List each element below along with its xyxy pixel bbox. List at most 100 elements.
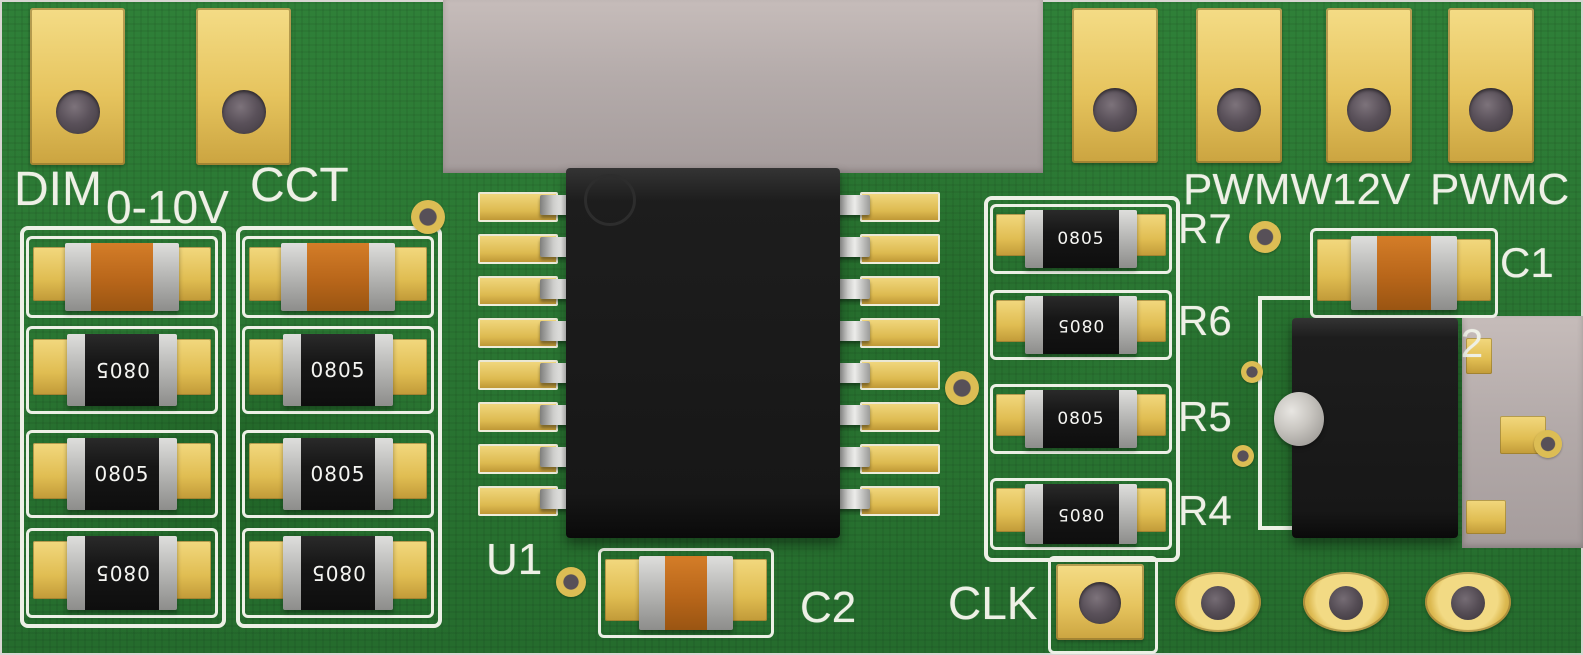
resistor-marking: 0805 bbox=[310, 358, 366, 382]
pad-hole bbox=[56, 90, 100, 134]
silk-label-pwmw: PWMW bbox=[1183, 165, 1333, 214]
silk-label-r4: R4 bbox=[1178, 487, 1232, 534]
pad-hole bbox=[1329, 586, 1363, 620]
silk-label-u1: U1 bbox=[486, 535, 543, 584]
via bbox=[945, 371, 979, 405]
ic-pad bbox=[860, 444, 940, 474]
pad-hole bbox=[1469, 88, 1513, 132]
capacitor-footprint-dim bbox=[26, 236, 218, 318]
pad-hole bbox=[1079, 582, 1121, 624]
resistor-marking: 0805 bbox=[1057, 229, 1105, 249]
connector-pad-12v bbox=[1326, 8, 1412, 163]
ic-lead bbox=[834, 237, 870, 257]
resistor-footprint-r6: 0805 bbox=[990, 290, 1172, 360]
connector-pad-dim bbox=[30, 8, 125, 165]
silk-label-clk: CLK bbox=[948, 577, 1038, 629]
ic-lead bbox=[834, 447, 870, 467]
via bbox=[1241, 361, 1263, 383]
pad-hole bbox=[1093, 88, 1137, 132]
capacitor-terminal bbox=[639, 556, 665, 630]
connector-pad-cct bbox=[196, 8, 291, 165]
resistor-marking: 0805 bbox=[310, 561, 366, 585]
via bbox=[556, 567, 586, 597]
ic-pad bbox=[860, 318, 940, 348]
resistor-footprint: 0805 bbox=[242, 326, 434, 414]
ic-pad bbox=[860, 192, 940, 222]
resistor-footprint: 0805 bbox=[242, 430, 434, 518]
ic-lead bbox=[834, 405, 870, 425]
resistor-0805: 0805 bbox=[283, 536, 393, 610]
connector-pad-pwmw bbox=[1196, 8, 1282, 163]
resistor-0805: 0805 bbox=[283, 334, 393, 406]
resistor-terminal bbox=[1119, 210, 1137, 268]
clk-pad bbox=[1056, 564, 1144, 640]
capacitor-terminal bbox=[65, 243, 91, 311]
silk-label-r5: R5 bbox=[1178, 393, 1232, 440]
connector-pad-pwmc bbox=[1448, 8, 1534, 163]
silk-label-cct: CCT bbox=[250, 159, 349, 212]
ic-pad bbox=[860, 402, 940, 432]
resistor-0805: 0805 bbox=[1025, 296, 1137, 354]
capacitor-terminal bbox=[1351, 236, 1377, 310]
cct-connector-silk-outline bbox=[236, 226, 442, 628]
ic-pad bbox=[478, 276, 558, 306]
capacitor-body bbox=[1351, 236, 1457, 310]
via bbox=[1232, 445, 1254, 467]
ic-lead bbox=[834, 321, 870, 341]
connector-pad-1 bbox=[1072, 8, 1158, 163]
via bbox=[1249, 221, 1281, 253]
resistor-terminal bbox=[67, 438, 85, 510]
pad-hole bbox=[1347, 88, 1391, 132]
resistor-0805: 0805 bbox=[67, 334, 177, 406]
silk-label-c2: C2 bbox=[800, 583, 857, 632]
capacitor-footprint-c2 bbox=[598, 548, 774, 638]
pad-hole bbox=[1451, 586, 1485, 620]
resistor-footprint-r5: 0805 bbox=[990, 384, 1172, 454]
pad-hole bbox=[222, 90, 266, 134]
silk-label-dim: DIM bbox=[14, 163, 102, 216]
resistor-0805: 0805 bbox=[67, 438, 177, 510]
resistor-footprint: 0805 bbox=[242, 528, 434, 618]
silk-label-c1: C1 bbox=[1500, 239, 1554, 286]
resistor-terminal bbox=[375, 438, 393, 510]
resistor-0805: 0805 bbox=[67, 536, 177, 610]
resistor-terminal bbox=[1119, 296, 1137, 354]
resistor-terminal bbox=[159, 536, 177, 610]
resistor-marking: 0805 bbox=[1057, 315, 1105, 335]
ic-lead bbox=[834, 489, 870, 509]
silk-label-r6: R6 bbox=[1178, 297, 1232, 344]
resistor-footprint-r7: 0805 bbox=[990, 204, 1172, 274]
u2-silk-outline bbox=[1258, 296, 1312, 530]
ic-lead bbox=[834, 363, 870, 383]
resistor-column-silk-outline bbox=[984, 196, 1180, 562]
resistor-0805: 0805 bbox=[1025, 390, 1137, 448]
capacitor-dielectric bbox=[91, 243, 153, 311]
capacitor-body bbox=[639, 556, 733, 630]
capacitor-dielectric bbox=[307, 243, 369, 311]
resistor-marking: 0805 bbox=[94, 462, 150, 486]
ic-pad bbox=[860, 276, 940, 306]
pad-hole bbox=[1217, 88, 1261, 132]
ic-lead bbox=[834, 279, 870, 299]
resistor-terminal bbox=[283, 536, 301, 610]
capacitor-footprint-c1 bbox=[1310, 228, 1498, 318]
resistor-marking: 0805 bbox=[1057, 409, 1105, 429]
resistor-terminal bbox=[67, 536, 85, 610]
oval-pad bbox=[1175, 572, 1261, 632]
capacitor-body bbox=[65, 243, 179, 311]
ic-pad bbox=[860, 486, 940, 516]
board-top-cutout bbox=[443, 0, 1043, 173]
resistor-terminal bbox=[1119, 484, 1137, 544]
resistor-terminal bbox=[159, 438, 177, 510]
silk-label-pwmc: PWMC bbox=[1430, 165, 1570, 214]
resistor-0805: 0805 bbox=[283, 438, 393, 510]
pin1-marker bbox=[584, 174, 636, 226]
pad-hole bbox=[1201, 586, 1235, 620]
silk-label-12v: 12V bbox=[1332, 165, 1411, 214]
ic-lead bbox=[834, 195, 870, 215]
clk-pad-silk-outline bbox=[1048, 556, 1158, 654]
oval-pad bbox=[1425, 572, 1511, 632]
resistor-terminal bbox=[1025, 390, 1043, 448]
silk-label-0-10v: 0-10V bbox=[106, 181, 229, 233]
